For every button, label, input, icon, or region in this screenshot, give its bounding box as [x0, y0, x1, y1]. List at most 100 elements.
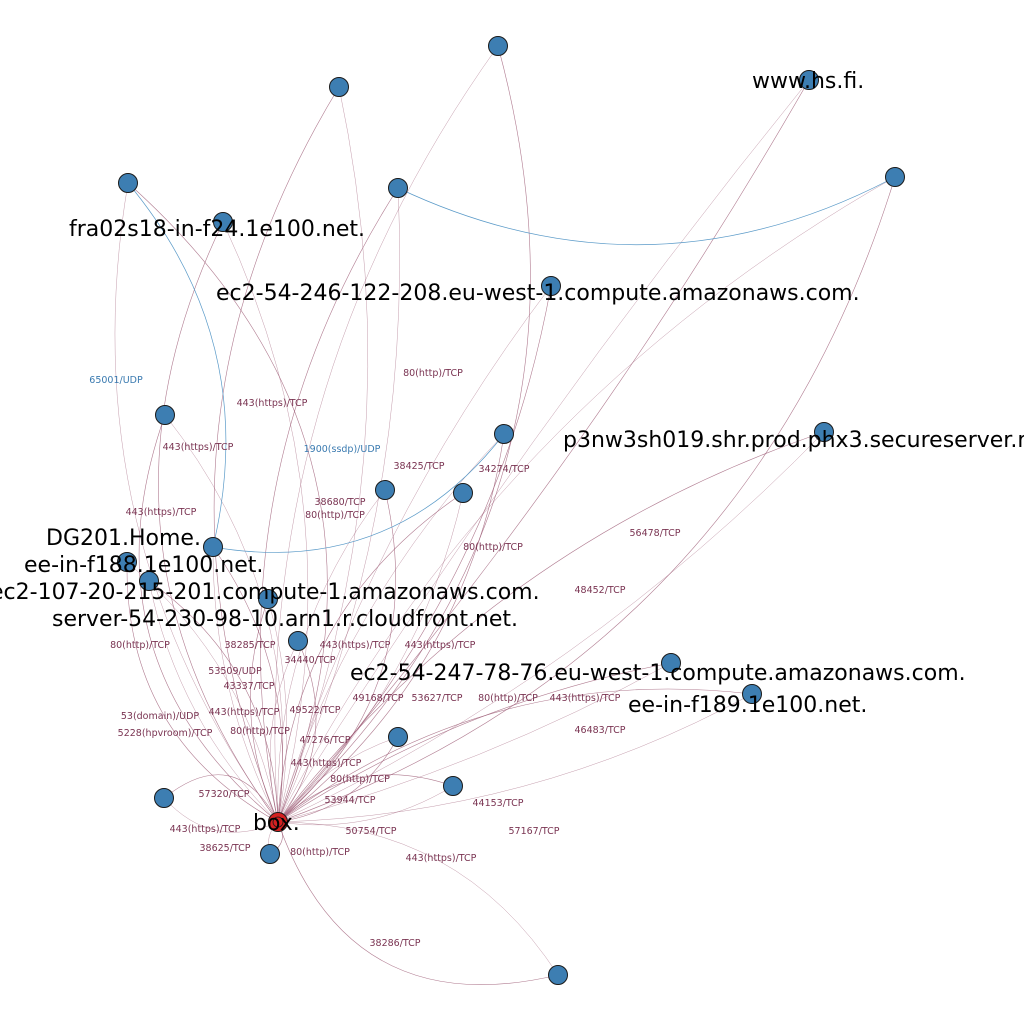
- edge-label: 65001/UDP: [89, 375, 143, 386]
- edge-label: 443(https)/TCP: [170, 824, 241, 835]
- edge-label: 46483/TCP: [574, 725, 625, 736]
- edge-label: 80(http)/TCP: [330, 774, 390, 785]
- edge-label: 49522/TCP: [289, 705, 340, 716]
- edge: [277, 785, 454, 826]
- host-node[interactable]: [203, 537, 223, 557]
- node-label: DG201.Home.: [46, 526, 201, 551]
- host-node[interactable]: [329, 77, 349, 97]
- edge: [267, 598, 288, 823]
- host-node[interactable]: [494, 424, 514, 444]
- edge: [274, 45, 499, 823]
- edge: [277, 187, 400, 823]
- host-node[interactable]: [213, 212, 233, 232]
- center-node-inner: [272, 816, 284, 828]
- edge: [148, 580, 279, 823]
- edge-label: 443(https)/TCP: [163, 442, 234, 453]
- host-node[interactable]: [118, 173, 138, 193]
- center-node-label: box.: [253, 811, 300, 836]
- node-label: www.hs.fi.: [752, 69, 864, 94]
- edge: [277, 176, 896, 823]
- host-node[interactable]: [117, 552, 137, 572]
- edge-label: 443(https)/TCP: [406, 853, 477, 864]
- host-node[interactable]: [260, 844, 280, 864]
- udp-edge: [127, 182, 227, 548]
- host-node[interactable]: [375, 480, 395, 500]
- host-node[interactable]: [885, 167, 905, 187]
- edge-label: 5228(hpvroom)/TCP: [118, 728, 213, 739]
- edge-label: 80(http)/TCP: [463, 542, 523, 553]
- host-node[interactable]: [288, 631, 308, 651]
- edge: [277, 688, 753, 823]
- edge: [277, 433, 505, 823]
- edge: [277, 176, 896, 823]
- edge-label: 1900(ssdp)/UDP: [304, 444, 381, 455]
- node-label: ec2-54-247-78-76.eu-west-1.compute.amazo…: [350, 661, 966, 686]
- edge: [250, 598, 279, 823]
- edge-label: 53944/TCP: [324, 795, 375, 806]
- edge: [277, 693, 753, 823]
- edge-label: 443(https)/TCP: [291, 758, 362, 769]
- host-node[interactable]: [488, 36, 508, 56]
- edge-label: 47276/TCP: [299, 735, 350, 746]
- edge-label: 38625/TCP: [199, 843, 250, 854]
- edge: [126, 561, 279, 823]
- host-node[interactable]: [155, 405, 175, 425]
- edge-label: 38286/TCP: [369, 938, 420, 949]
- host-node[interactable]: [661, 653, 681, 673]
- edge: [127, 182, 328, 823]
- edge-label: 44153/TCP: [472, 798, 523, 809]
- node-label: ee-in-f188.1e100.net.: [24, 553, 263, 578]
- host-node[interactable]: [258, 589, 278, 609]
- host-node[interactable]: [443, 776, 463, 796]
- edge-label: 80(http)/TCP: [305, 510, 365, 521]
- edge: [277, 662, 672, 823]
- host-node[interactable]: [388, 727, 408, 747]
- edge: [277, 285, 552, 823]
- edge-label: 53509/UDP: [208, 666, 262, 677]
- edge: [148, 580, 279, 823]
- edge: [277, 640, 317, 823]
- edge-label: 443(https)/TCP: [320, 640, 391, 651]
- host-node[interactable]: [388, 178, 408, 198]
- edge: [163, 774, 279, 823]
- edge: [277, 431, 825, 823]
- edge: [277, 821, 559, 976]
- edge: [212, 546, 279, 823]
- host-node[interactable]: [139, 571, 159, 591]
- node-label: ec2-107-20-215-201.compute-1.amazonaws.c…: [0, 580, 540, 605]
- host-node[interactable]: [742, 684, 762, 704]
- edge: [222, 221, 309, 823]
- edge: [212, 546, 283, 823]
- edge-label: 38425/TCP: [393, 461, 444, 472]
- host-node[interactable]: [799, 70, 819, 90]
- edge: [277, 489, 396, 823]
- edge: [277, 433, 505, 823]
- edge-label: 53(domain)/UDP: [121, 711, 200, 722]
- edge: [260, 187, 399, 823]
- edge-label: 80(http)/TCP: [230, 726, 290, 737]
- edge: [277, 662, 672, 823]
- edge-label: 80(http)/TCP: [110, 640, 170, 651]
- edge: [126, 561, 279, 823]
- edge-label: 443(https)/TCP: [405, 640, 476, 651]
- edge-label: 38285/TCP: [224, 640, 275, 651]
- edge: [158, 221, 279, 823]
- host-node[interactable]: [541, 276, 561, 296]
- edge: [277, 431, 825, 823]
- edge-label: 80(http)/TCP: [403, 368, 463, 379]
- edge: [138, 414, 279, 823]
- edge-label: 443(https)/TCP: [126, 507, 197, 518]
- edge-label: 43337/TCP: [223, 681, 274, 692]
- udp-edge: [212, 433, 505, 553]
- edge-label: 80(http)/TCP: [290, 847, 350, 858]
- host-node[interactable]: [154, 788, 174, 808]
- edge-label: 57320/TCP: [198, 789, 249, 800]
- node-label: ee-in-f189.1e100.net.: [628, 693, 867, 718]
- udp-edge: [397, 176, 896, 246]
- edge-label: 38680/TCP: [314, 497, 365, 508]
- host-node[interactable]: [814, 422, 834, 442]
- host-node[interactable]: [453, 483, 473, 503]
- host-node[interactable]: [548, 965, 568, 985]
